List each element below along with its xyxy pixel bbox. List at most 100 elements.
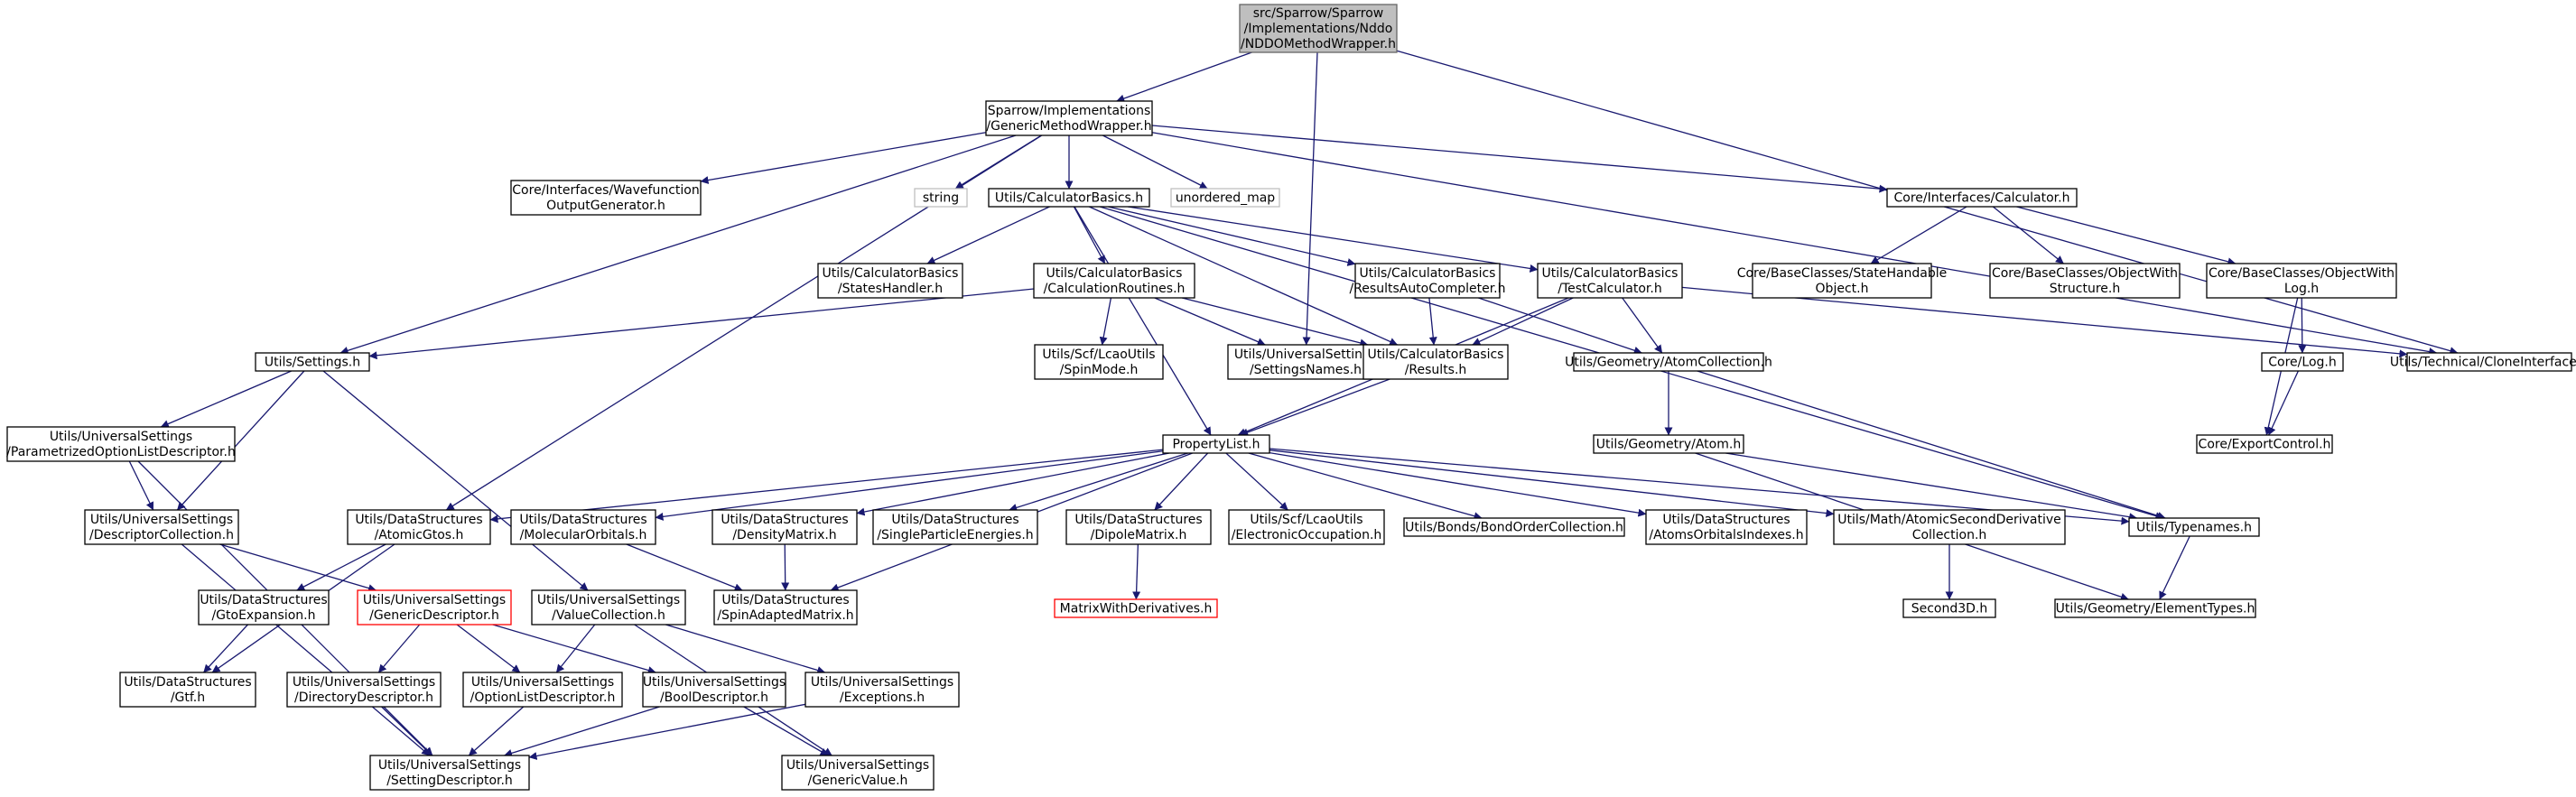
node-corelog[interactable]: Core/Log.h	[2261, 352, 2344, 372]
node-label-line: Core/BaseClasses/ObjectWith	[1992, 266, 2178, 281]
node-typenames[interactable]: Utils/Typenames.h	[2128, 517, 2260, 537]
edge-densitymatrix-to-spinadapted	[781, 543, 790, 591]
node-settingsnames[interactable]: Utils/UniversalSettings/SettingsNames.h	[1227, 344, 1384, 380]
node-elecoccupation[interactable]: Utils/Scf/LcaoUtils/ElectronicOccupation…	[1228, 509, 1385, 545]
node-box	[2261, 352, 2344, 372]
node-valuecollection[interactable]: Utils/UniversalSettings/ValueCollection.…	[531, 589, 686, 626]
node-results[interactable]: Utils/CalculatorBasics/Results.h	[1362, 344, 1509, 380]
node-gtf[interactable]: Utils/DataStructures/Gtf.h	[119, 672, 256, 708]
node-settings[interactable]: Utils/Settings.h	[255, 352, 370, 372]
node-root[interactable]: src/Sparrow/Sparrow/Implementations/Nddo…	[1239, 4, 1398, 53]
node-box	[1228, 509, 1385, 545]
node-dipolematrix[interactable]: Utils/DataStructures/DipoleMatrix.h	[1065, 509, 1212, 545]
node-exportcontrol[interactable]: Core/ExportControl.h	[2196, 434, 2333, 454]
edge-propertylist-to-bondorder	[1248, 452, 1483, 521]
node-umap[interactable]: unordered_map	[1170, 188, 1280, 208]
node-cloneinterface[interactable]: Utils/Technical/CloneInterface.h	[2390, 352, 2576, 372]
node-label-line: Utils/CalculatorBasics	[1368, 348, 1504, 362]
node-label-line: Utils/DataStructures	[1074, 513, 1202, 527]
node-bondorder[interactable]: Utils/Bonds/BondOrderCollection.h	[1403, 517, 1625, 537]
node-atom[interactable]: Utils/Geometry/Atom.h	[1593, 434, 1744, 454]
node-atomsorbidx[interactable]: Utils/DataStructures/AtomsOrbitalsIndexe…	[1645, 509, 1808, 545]
edge-resautocomp-to-results	[1428, 297, 1437, 346]
edge-calcbasics-to-results	[1089, 206, 1399, 346]
node-singleparticle[interactable]: Utils/DataStructures/SingleParticleEnerg…	[872, 509, 1038, 545]
node-box	[531, 589, 686, 626]
node-string[interactable]: string	[914, 188, 968, 208]
node-box	[510, 509, 656, 545]
edge-propertylist-to-singleparticle	[1009, 452, 1188, 512]
edge-propertylist-to-elecoccupation	[1225, 452, 1288, 511]
node-label-line: /BoolDescriptor.h	[660, 690, 768, 705]
node-propertylist[interactable]: PropertyList.h	[1162, 434, 1270, 454]
node-label-line: Second3D.h	[1911, 602, 1988, 616]
edge-exceptions-to-settingdesc	[528, 703, 806, 760]
node-box	[84, 509, 239, 545]
node-calcroutines[interactable]: Utils/CalculatorBasics/CalculationRoutin…	[1033, 263, 1195, 299]
edge-gmw-to-cloneinterface	[1151, 132, 2438, 356]
node-matrixwithderiv[interactable]: MatrixWithDerivatives.h	[1054, 598, 1218, 618]
node-layer: src/Sparrow/Sparrow/Implementations/Nddo…	[6, 4, 2576, 791]
node-box	[255, 352, 370, 372]
node-box	[1170, 188, 1280, 208]
node-label-line: OutputGenerator.h	[546, 199, 665, 213]
node-label-line: /GtoExpansion.h	[211, 608, 315, 623]
node-stateshandler[interactable]: Utils/CalculatorBasics/StatesHandler.h	[817, 263, 963, 299]
node-label-line: Utils/DataStructures	[891, 513, 1018, 527]
node-label-line: MatrixWithDerivatives.h	[1060, 602, 1213, 616]
node-box	[1065, 509, 1212, 545]
node-label-line: /ElectronicOccupation.h	[1232, 528, 1382, 542]
node-genericvalue[interactable]: Utils/UniversalSettings/GenericValue.h	[781, 755, 935, 791]
node-box	[1354, 263, 1501, 299]
node-label-line: Utils/Geometry/Atom.h	[1596, 438, 1741, 452]
node-elementtypes[interactable]: Utils/Geometry/ElementTypes.h	[2054, 598, 2256, 618]
node-densitymatrix[interactable]: Utils/DataStructures/DensityMatrix.h	[711, 509, 858, 545]
node-label-line: /ParametrizedOptionListDescriptor.h	[6, 445, 236, 459]
node-dirdesc[interactable]: Utils/UniversalSettings/DirectoryDescrip…	[286, 672, 442, 708]
node-booldesc[interactable]: Utils/UniversalSettings/BoolDescriptor.h	[642, 672, 786, 708]
node-box	[286, 672, 442, 708]
node-spinmode[interactable]: Utils/Scf/LcaoUtils/SpinMode.h	[1034, 344, 1164, 380]
node-label-line: /SettingsNames.h	[1250, 363, 1362, 377]
node-label-line: Sparrow/Implementations	[988, 104, 1151, 118]
node-label-line: Utils/UniversalSettings	[471, 675, 614, 690]
node-resautocomp[interactable]: Utils/CalculatorBasics/ResultsAutoComple…	[1349, 263, 1506, 299]
node-box	[1227, 344, 1384, 380]
node-atomcollection[interactable]: Utils/Geometry/AtomCollection.h	[1565, 352, 1772, 372]
node-testcalc[interactable]: Utils/CalculatorBasics/TestCalculator.h	[1537, 263, 1683, 299]
edge-molorbitals-to-spinadapted	[626, 543, 743, 592]
node-calculator[interactable]: Core/Interfaces/Calculator.h	[1886, 188, 2078, 208]
node-paramoptlist[interactable]: Utils/UniversalSettings/ParametrizedOpti…	[6, 426, 236, 462]
node-molorbitals[interactable]: Utils/DataStructures/MolecularOrbitals.h	[510, 509, 656, 545]
node-atomicsecond[interactable]: Utils/Math/AtomicSecondDerivativeCollect…	[1833, 509, 2066, 545]
node-label-line: Utils/UniversalSettings	[537, 593, 680, 607]
edge-desccollection-to-genericdesc	[219, 543, 377, 592]
node-box	[1362, 344, 1509, 380]
node-wfog[interactable]: Core/Interfaces/WavefunctionOutputGenera…	[510, 180, 702, 216]
node-gmw[interactable]: Sparrow/Implementations/GenericMethodWra…	[985, 100, 1153, 136]
node-box	[1403, 517, 1625, 537]
node-label-line: PropertyList.h	[1172, 438, 1260, 452]
node-label-line: Utils/CalculatorBasics	[1046, 266, 1183, 281]
node-box	[1537, 263, 1683, 299]
edge-propertylist-to-densitymatrix	[856, 452, 1170, 516]
node-label-line: Core/BaseClasses/ObjectWith	[2209, 266, 2395, 281]
node-atomicgtos[interactable]: Utils/DataStructures/AtomicGtos.h	[347, 509, 491, 545]
node-gtoexpansion[interactable]: Utils/DataStructures/GtoExpansion.h	[198, 589, 330, 626]
node-second3d[interactable]: Second3D.h	[1902, 598, 1996, 618]
node-desccollection[interactable]: Utils/UniversalSettings/DescriptorCollec…	[84, 509, 239, 545]
node-spinadapted[interactable]: Utils/DataStructures/SpinAdaptedMatrix.h	[713, 589, 858, 626]
node-label-line: Utils/CalculatorBasics	[823, 266, 959, 281]
edge-settings-to-valuecollection	[322, 370, 589, 591]
node-settingdesc[interactable]: Utils/UniversalSettings/SettingDescripto…	[369, 755, 530, 791]
node-label-line: /GenericMethodWrapper.h	[986, 119, 1151, 134]
node-calcbasics[interactable]: Utils/CalculatorBasics.h	[988, 188, 1150, 208]
node-genericdesc[interactable]: Utils/UniversalSettings/GenericDescripto…	[357, 589, 512, 626]
node-label-line: /NDDOMethodWrapper.h	[1241, 37, 1396, 51]
node-exceptions[interactable]: Utils/UniversalSettings/Exceptions.h	[804, 672, 960, 708]
node-optlistdesc[interactable]: Utils/UniversalSettings/OptionListDescri…	[462, 672, 623, 708]
